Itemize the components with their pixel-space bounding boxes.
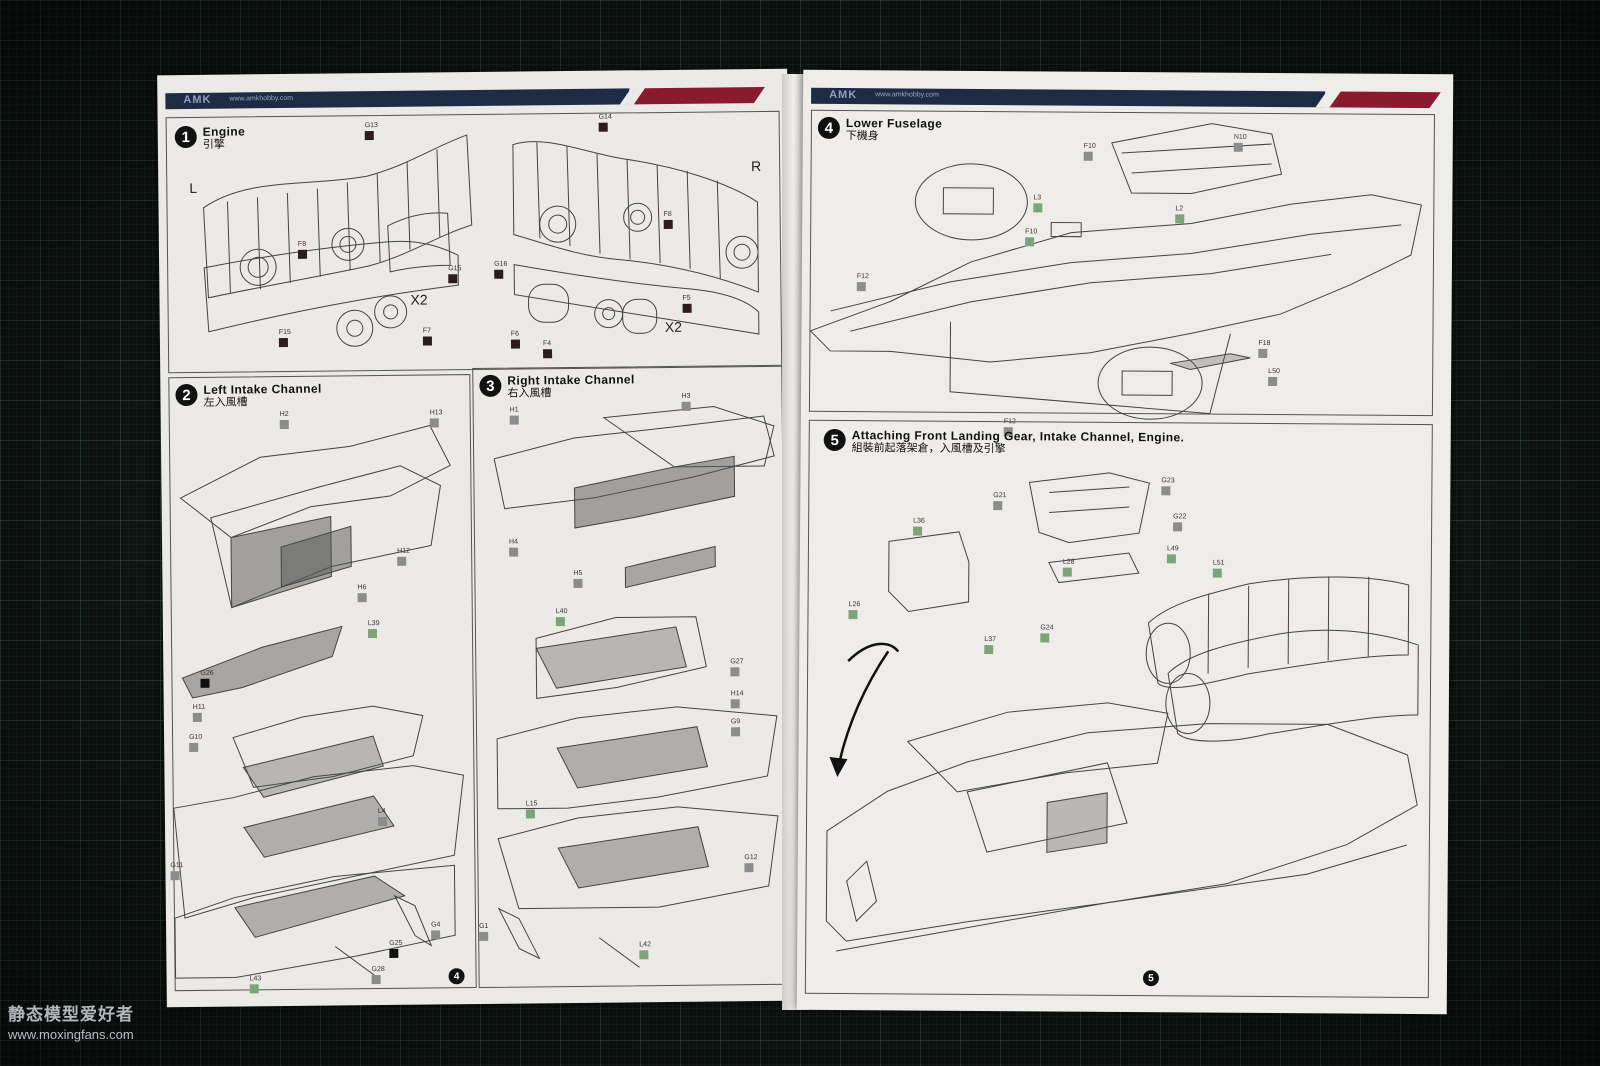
part-label: G23 (1161, 477, 1175, 496)
part-label: L15 (526, 800, 538, 819)
right-page: AMK www.amkhobby.com 4 Lower Fuselage 下機… (796, 69, 1454, 1015)
part-label: L37 (984, 636, 996, 655)
right-intake-diagram (493, 406, 779, 968)
part-label: H13 (430, 409, 443, 428)
part-label: F8 (664, 211, 673, 230)
step-2-panel: 2 Left Intake Channel 左入風槽 (168, 374, 477, 994)
part-label: G12 (744, 854, 758, 873)
part-label: L42 (639, 941, 651, 960)
part-label: F4 (543, 340, 553, 359)
part-label: H5 (573, 570, 583, 588)
part-label: G26 (200, 670, 214, 688)
part-label: F7 (423, 327, 432, 346)
left-intake-diagram (173, 424, 465, 979)
step-1-panel: 1 Engine 引擎 L R X2 X2 (165, 110, 783, 374)
step-3-panel: 3 Right Intake Channel 右入風槽 H (472, 364, 789, 989)
part-label: L36 (913, 518, 925, 536)
part-label: G27 (730, 658, 744, 677)
part-label: H3 (681, 393, 691, 411)
page-number-right: 5 (1142, 970, 1160, 987)
part-label: G21 (993, 492, 1007, 511)
part-label: L51 (1212, 560, 1225, 578)
part-label: G16 (494, 261, 507, 279)
part-label: L43 (250, 975, 262, 994)
brand-logo: AMK (183, 93, 212, 107)
page-number-left: 4 (448, 968, 465, 985)
right-header-bar: AMK www.amkhobby.com (811, 87, 1445, 109)
part-label: N10 (1233, 134, 1247, 152)
part-label: H1 (510, 407, 519, 425)
watermark-title: 静态模型爱好者 (8, 1005, 134, 1024)
part-label: G15 (448, 265, 461, 284)
part-label: G25 (389, 940, 403, 958)
lower-fuselage-diagram (809, 123, 1422, 420)
watermark: 静态模型爱好者 www.moxingfans.com (8, 1000, 134, 1042)
part-label: G9 (731, 718, 741, 737)
part-label: G4 (431, 921, 441, 940)
part-label: H11 (193, 704, 206, 722)
left-header-bar: AMK www.amkhobby.com (165, 86, 779, 110)
part-label: H4 (509, 539, 519, 557)
part-label: L50 (1268, 368, 1280, 387)
part-label: F10 (1083, 143, 1096, 161)
part-label: H2 (280, 411, 289, 430)
part-label: F6 (511, 331, 521, 349)
part-label: L28 (1062, 559, 1075, 577)
part-label: F5 (682, 295, 692, 313)
watermark-url: www.moxingfans.com (8, 1027, 134, 1042)
part-label: G14 (599, 114, 612, 132)
part-label: F10 (1025, 228, 1037, 247)
brand-logo: AMK (829, 88, 858, 102)
part-label: G11 (170, 862, 183, 881)
part-label: F8 (298, 241, 308, 259)
part-label: F15 (279, 329, 291, 348)
part-label: F12 (856, 273, 869, 292)
part-label: G10 (189, 734, 202, 753)
part-label: G24 (1040, 624, 1054, 643)
left-page: AMK www.amkhobby.com 1 Engine 引擎 L R X2 … (157, 68, 797, 1008)
part-label: L3 (1033, 194, 1043, 213)
part-label: G13 (365, 122, 378, 141)
part-label: L49 (1166, 545, 1179, 564)
header-red-stripe (1329, 91, 1441, 109)
part-label: G1 (479, 923, 489, 941)
brand-url: www.amkhobby.com (229, 94, 294, 103)
header-red-stripe (633, 86, 765, 105)
part-label: H14 (731, 690, 744, 709)
part-label: L26 (848, 601, 860, 620)
part-label: L40 (556, 608, 568, 627)
part-label: G22 (1173, 513, 1186, 532)
step-4-panel: 4 Lower Fuselage 下機身 F10 (808, 109, 1435, 437)
part-label: H12 (397, 548, 410, 566)
step-5-panel: 5 Attaching Front Landing Gear, Intake C… (804, 419, 1433, 999)
part-label: L39 (368, 620, 380, 639)
part-label: L4 (378, 808, 388, 827)
part-label: F18 (1258, 340, 1270, 358)
brand-url: www.amkhobby.com (875, 91, 939, 99)
engine-diagram (203, 134, 760, 347)
part-label: L2 (1175, 205, 1185, 224)
front-landing-gear-diagram (825, 472, 1419, 952)
part-label: G28 (371, 966, 385, 985)
part-label: H6 (357, 584, 367, 603)
